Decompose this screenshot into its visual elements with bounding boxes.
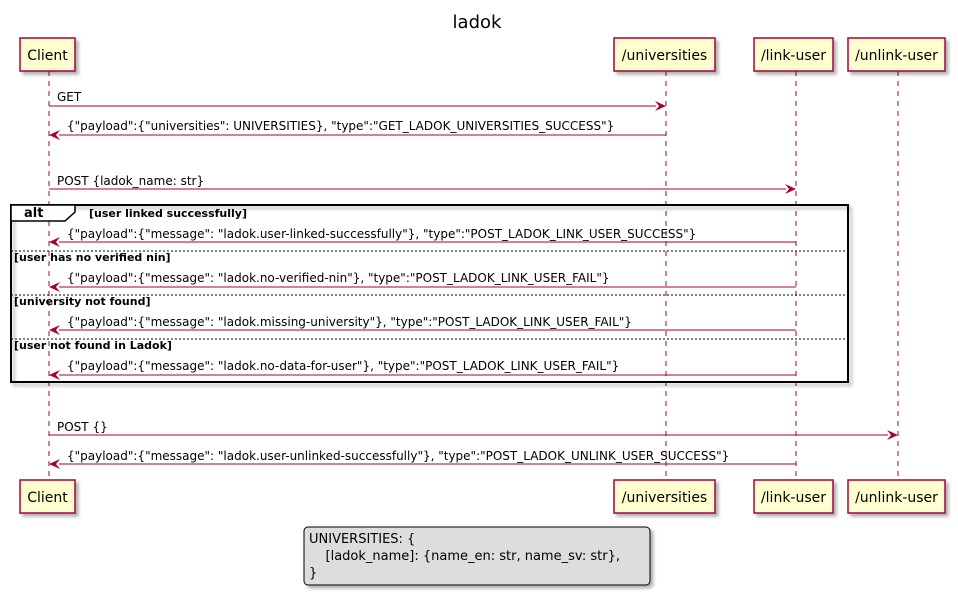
participant-label: /universities [622, 48, 707, 64]
message-label: GET [57, 90, 82, 104]
participant-link-user-top[interactable]: /link-user [753, 37, 834, 72]
participants-bottom: Client /universities /link-user /unlink-… [19, 479, 946, 514]
message-label: {"payload":{"message": "ladok.no-data-fo… [67, 359, 619, 373]
participant-label: /unlink-user [855, 48, 938, 64]
arrowhead-left-icon [49, 325, 60, 335]
participants-top: Client /universities /link-user /unlink-… [19, 37, 946, 72]
alt-guard-2: [user has no verified nin] [14, 251, 171, 264]
message-label: POST {ladok_name: str} [57, 174, 204, 188]
lifelines [48, 71, 899, 484]
participant-box [753, 479, 834, 514]
participant-unlink-user-top[interactable]: /unlink-user [847, 37, 946, 72]
participant-link-user-bottom[interactable]: /link-user [753, 479, 834, 514]
arrowhead-left-icon [49, 370, 60, 380]
participant-client-bottom[interactable]: Client [19, 479, 76, 514]
message-label: {"payload":{"universities": UNIVERSITIES… [67, 119, 614, 133]
note-line-3: } [309, 566, 317, 581]
participant-label: Client [27, 490, 68, 506]
participant-label: /link-user [761, 490, 826, 506]
arrowhead-right-icon [655, 101, 666, 111]
participant-label: /link-user [761, 48, 826, 64]
alt-guard-4: [user not found in Ladok] [14, 339, 172, 352]
participant-box [19, 37, 76, 72]
arrowhead-right-icon [785, 184, 796, 194]
alt-frame [10, 204, 849, 383]
note-line-2: [ladok_name]: {name_en: str, name_sv: st… [309, 549, 620, 564]
note-box [303, 526, 651, 586]
alt-guard-3: [university not found] [14, 295, 150, 308]
universities-note: UNIVERSITIES: { [ladok_name]: {name_en: … [303, 526, 651, 586]
participant-universities-top[interactable]: /universities [613, 37, 716, 72]
message-link-user-fail-no-data: {"payload":{"message": "ladok.no-data-fo… [49, 359, 796, 380]
participant-box [19, 479, 76, 514]
participant-box [613, 479, 716, 514]
alt-guard-1: [user linked successfully] [89, 207, 247, 220]
participant-box [847, 479, 946, 514]
arrowhead-left-icon [49, 237, 60, 247]
message-unlink-user-success: {"payload":{"message": "ladok.user-unlin… [49, 449, 796, 469]
message-label: {"payload":{"message": "ladok.no-verifie… [67, 271, 610, 285]
message-post-link-user: POST {ladok_name: str} [49, 174, 796, 194]
message-universities-success: {"payload":{"universities": UNIVERSITIES… [49, 119, 666, 140]
alt-fragment: alt [user linked successfully] [user has… [10, 204, 849, 383]
message-label: {"payload":{"message": "ladok.user-linke… [67, 227, 696, 241]
participant-label: /universities [622, 490, 707, 506]
message-label: POST {} [57, 420, 108, 434]
message-link-user-success: {"payload":{"message": "ladok.user-linke… [49, 227, 796, 247]
participant-box [753, 37, 834, 72]
participant-label: /unlink-user [855, 490, 938, 506]
messages: GET {"payload":{"universities": UNIVERSI… [49, 90, 898, 469]
message-get-universities: GET [49, 90, 666, 111]
arrowhead-left-icon [49, 282, 60, 292]
message-link-user-fail-nin: {"payload":{"message": "ladok.no-verifie… [49, 271, 796, 292]
arrowhead-left-icon [49, 130, 60, 140]
alt-keyword: alt [24, 206, 43, 221]
message-post-unlink-user: POST {} [49, 420, 898, 440]
participant-unlink-user-bottom[interactable]: /unlink-user [847, 479, 946, 514]
participant-box [613, 37, 716, 72]
message-label: {"payload":{"message": "ladok.user-unlin… [67, 449, 729, 463]
participant-universities-bottom[interactable]: /universities [613, 479, 716, 514]
alt-keyword-tab [10, 204, 76, 222]
diagram-title: ladok [453, 12, 502, 33]
participant-label: Client [27, 48, 68, 64]
arrowhead-left-icon [49, 459, 60, 469]
participant-client-top[interactable]: Client [19, 37, 76, 72]
arrowhead-right-icon [887, 430, 898, 440]
message-link-user-fail-university: {"payload":{"message": "ladok.missing-un… [49, 315, 796, 335]
participant-box [847, 37, 946, 72]
message-label: {"payload":{"message": "ladok.missing-un… [67, 315, 632, 329]
note-line-1: UNIVERSITIES: { [309, 532, 415, 547]
